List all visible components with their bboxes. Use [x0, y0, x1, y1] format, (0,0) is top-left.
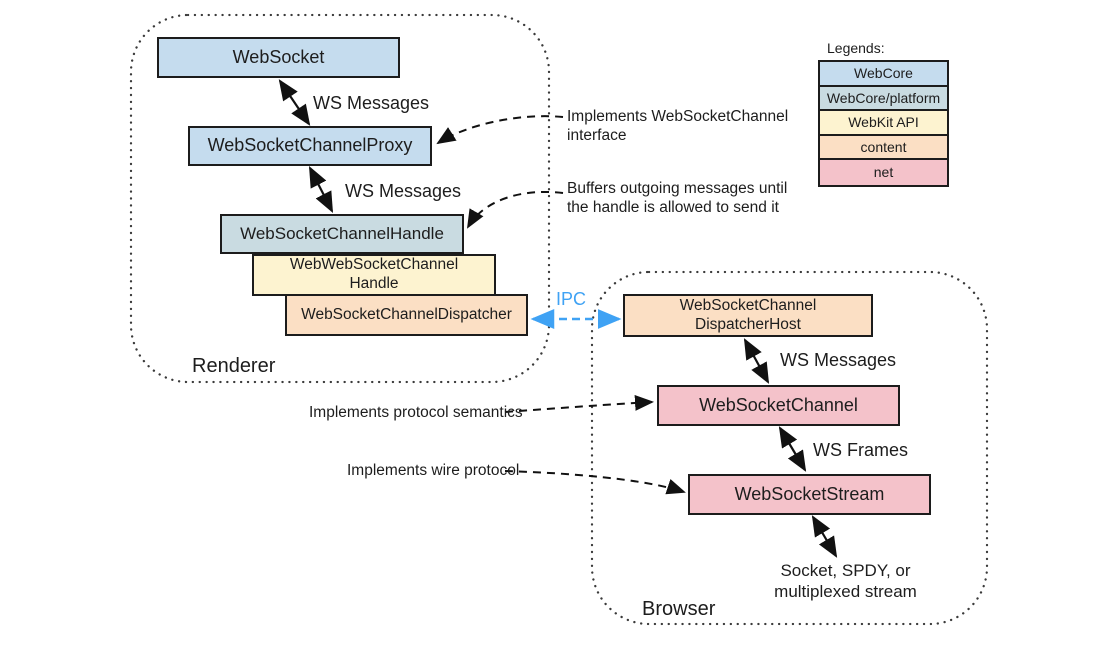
box-websocketchannelproxy: WebSocketChannelProxy [188, 126, 432, 166]
box-websocketchannel: WebSocketChannel [657, 385, 900, 426]
box-websocketchanneldispatcher: WebSocketChannelDispatcher [285, 294, 528, 336]
note-semantics: Implements protocol semantics [309, 404, 523, 421]
label-ws-frames: WS Frames [813, 440, 909, 460]
label-ipc: IPC [556, 289, 587, 309]
arrow-socket-stream [811, 515, 838, 558]
note-wire: Implements wire protocol [347, 462, 520, 479]
legend-box: WebCore WebCore/platform WebKit API cont… [818, 60, 949, 187]
box-websocketchannelhandle: WebSocketChannelHandle [220, 214, 464, 254]
legend: Legends: WebCore WebCore/platform WebKit… [818, 40, 949, 187]
arrow-ws-messages-1 [278, 79, 311, 126]
browser-group-label: Browser [642, 598, 716, 620]
legend-item-webcore-platform: WebCore/platform [820, 86, 947, 111]
box-websocketchanneldispatcherhost: WebSocketChannel DispatcherHost [623, 294, 873, 337]
note-interface: Implements WebSocketChannel interface [567, 108, 789, 144]
box-websocketchannelhandle-label: WebSocketChannelHandle [240, 223, 444, 243]
browser-group-border [590, 270, 989, 626]
box-websocket-label: WebSocket [232, 46, 325, 67]
box-websocketchanneldispatcherhost-label: WebSocketChannel DispatcherHost [679, 296, 817, 333]
label-ws-messages-2: WS Messages [345, 181, 462, 201]
label-ws-messages-3: WS Messages [780, 350, 897, 370]
label-ws-messages-1: WS Messages [313, 93, 430, 113]
box-websocketstream: WebSocketStream [688, 474, 931, 515]
renderer-group-border [129, 13, 551, 384]
box-websocketchannel-label: WebSocketChannel [699, 394, 858, 415]
pointer-wire-note [504, 470, 686, 495]
legend-title: Legends: [827, 40, 885, 56]
arrow-ws-messages-3 [743, 338, 770, 384]
pointer-interface-note [436, 115, 564, 145]
legend-item-net: net [820, 160, 947, 185]
box-websocketchannelproxy-label: WebSocketChannelProxy [207, 135, 413, 156]
box-websocket: WebSocket [157, 37, 400, 78]
arrow-ws-messages-2 [308, 166, 334, 213]
legend-item-content: content [820, 135, 947, 160]
arrow-ws-frames [778, 426, 807, 472]
pointer-semantics-note [504, 394, 654, 413]
box-webwebsocketchannelhandle-label: WebWebSocketChannel Handle [289, 256, 459, 292]
legend-item-webcore: WebCore [820, 62, 947, 87]
legend-item-webkit-api: WebKit API [820, 111, 947, 136]
box-webwebsocketchannelhandle: WebWebSocketChannel Handle [252, 254, 496, 296]
label-socket-spdy: Socket, SPDY, or multiplexed stream [774, 561, 917, 601]
note-buffers: Buffers outgoing messages until the hand… [567, 180, 788, 216]
box-websocketstream-label: WebSocketStream [734, 483, 885, 504]
renderer-group-label: Renderer [192, 355, 276, 377]
box-websocketchanneldispatcher-label: WebSocketChannelDispatcher [301, 305, 512, 323]
pointer-buffers-note [466, 191, 564, 229]
